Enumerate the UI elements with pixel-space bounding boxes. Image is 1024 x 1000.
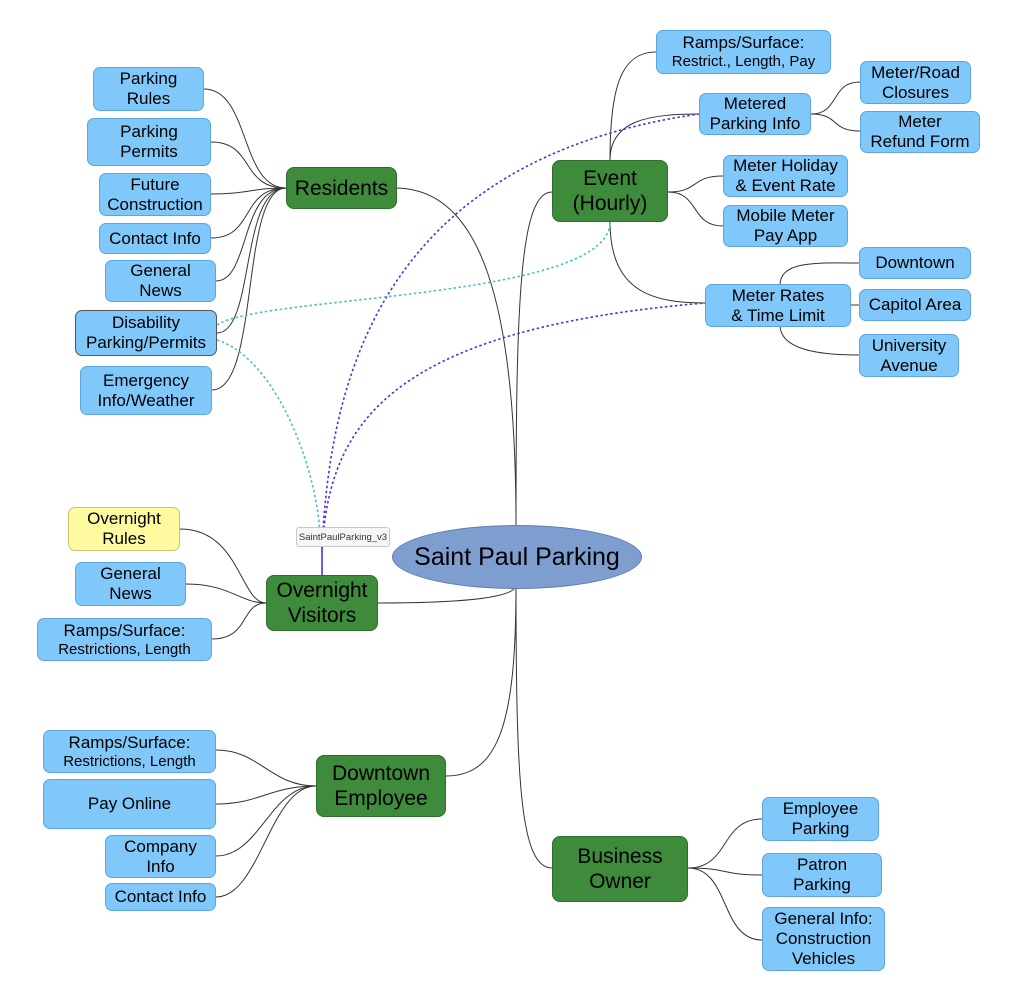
leaf-ramps-surface-downtown[interactable]: Ramps/Surface: Restrictions, Length bbox=[43, 730, 216, 773]
link-residents-emergency bbox=[211, 187, 287, 391]
leaf-future-construction[interactable]: Future Construction bbox=[99, 173, 211, 216]
hub-business-owner[interactable]: Business Owner bbox=[552, 836, 688, 902]
leaf-contact-info-residents[interactable]: Contact Info bbox=[99, 223, 211, 254]
link-event-ramps bbox=[609, 51, 657, 161]
link-overnight-news bbox=[185, 583, 267, 604]
link-downtown-ramps bbox=[215, 749, 317, 787]
link-business-employee bbox=[687, 818, 763, 869]
link-business-general bbox=[687, 867, 763, 941]
link-metered-refund bbox=[810, 113, 861, 132]
leaf-parking-permits[interactable]: Parking Permits bbox=[87, 118, 211, 166]
link-rates-university bbox=[779, 324, 860, 356]
leaf-ramps-surface-overnight[interactable]: Ramps/Surface: Restrictions, Length bbox=[37, 618, 212, 661]
crosslink-root-metered bbox=[321, 113, 700, 549]
link-residents-rules bbox=[203, 88, 287, 189]
leaf-downtown[interactable]: Downtown bbox=[859, 247, 971, 279]
link-overnight-rules bbox=[179, 528, 267, 604]
link-root-residents bbox=[396, 187, 517, 526]
leaf-university-avenue[interactable]: University Avenue bbox=[859, 334, 959, 377]
link-event-holiday bbox=[667, 175, 724, 193]
link-root-overnight bbox=[377, 584, 517, 604]
leaf-contact-info-downtown[interactable]: Contact Info bbox=[105, 883, 216, 911]
leaf-company-info[interactable]: Company Info bbox=[105, 835, 216, 878]
leaf-overnight-rules[interactable]: Overnight Rules bbox=[68, 507, 180, 551]
hub-overnight-visitors[interactable]: Overnight Visitors bbox=[266, 575, 378, 631]
leaf-emergency-info-weather[interactable]: Emergency Info/Weather bbox=[80, 366, 212, 415]
link-residents-permits bbox=[210, 141, 287, 189]
leaf-capitol-area[interactable]: Capitol Area bbox=[859, 289, 971, 321]
link-root-downtown bbox=[445, 584, 517, 777]
link-root-business bbox=[515, 584, 553, 869]
leaf-disability-parking-permits[interactable]: Disability Parking/Permits bbox=[75, 310, 217, 356]
link-event-metered bbox=[609, 113, 700, 161]
link-downtown-contact bbox=[215, 785, 317, 898]
link-metered-closures bbox=[810, 81, 861, 115]
leaf-mobile-meter-pay-app[interactable]: Mobile Meter Pay App bbox=[723, 205, 848, 247]
leaf-metered-parking-info[interactable]: Metered Parking Info bbox=[699, 93, 811, 135]
link-event-rates bbox=[609, 221, 706, 304]
link-event-mobile bbox=[667, 191, 724, 227]
link-downtown-company bbox=[215, 785, 317, 857]
leaf-general-news-residents[interactable]: General News bbox=[105, 260, 216, 302]
crosslink-disability-event bbox=[216, 221, 611, 326]
leaf-parking-rules[interactable]: Parking Rules bbox=[93, 67, 204, 111]
leaf-meter-road-closures[interactable]: Meter/Road Closures bbox=[860, 61, 971, 104]
link-residents-disability bbox=[216, 187, 287, 334]
hub-residents[interactable]: Residents bbox=[286, 167, 397, 209]
leaf-meter-holiday-event-rate[interactable]: Meter Holiday & Event Rate bbox=[723, 155, 848, 197]
link-overnight-ramps bbox=[211, 602, 267, 640]
leaf-ramps-surface-event[interactable]: Ramps/Surface: Restrict., Length, Pay bbox=[656, 30, 831, 74]
file-name-tooltip: SaintPaulParking_v3 bbox=[296, 527, 390, 547]
leaf-meter-rates-time-limit[interactable]: Meter Rates & Time Limit bbox=[705, 284, 851, 327]
hub-downtown-employee[interactable]: Downtown Employee bbox=[316, 755, 446, 817]
leaf-general-news-overnight[interactable]: General News bbox=[75, 562, 186, 606]
hub-event-hourly[interactable]: Event (Hourly) bbox=[552, 160, 668, 222]
link-residents-construction bbox=[210, 187, 287, 195]
link-business-patron bbox=[687, 867, 763, 876]
leaf-meter-refund-form[interactable]: Meter Refund Form bbox=[860, 111, 980, 153]
link-downtown-payonline bbox=[215, 785, 317, 805]
root-node-saint-paul-parking[interactable]: Saint Paul Parking bbox=[392, 525, 642, 589]
leaf-pay-online[interactable]: Pay Online bbox=[43, 779, 216, 829]
root-label: Saint Paul Parking bbox=[414, 542, 620, 571]
leaf-patron-parking[interactable]: Patron Parking bbox=[762, 853, 882, 897]
link-rates-downtown bbox=[779, 262, 860, 286]
link-residents-contact bbox=[210, 187, 287, 239]
crosslink-disability-overnight bbox=[216, 339, 321, 541]
leaf-employee-parking[interactable]: Employee Parking bbox=[762, 797, 879, 841]
link-root-event bbox=[515, 191, 553, 526]
link-residents-news bbox=[215, 187, 287, 282]
leaf-general-info-construction-vehicles[interactable]: General Info: Construction Vehicles bbox=[762, 907, 885, 971]
